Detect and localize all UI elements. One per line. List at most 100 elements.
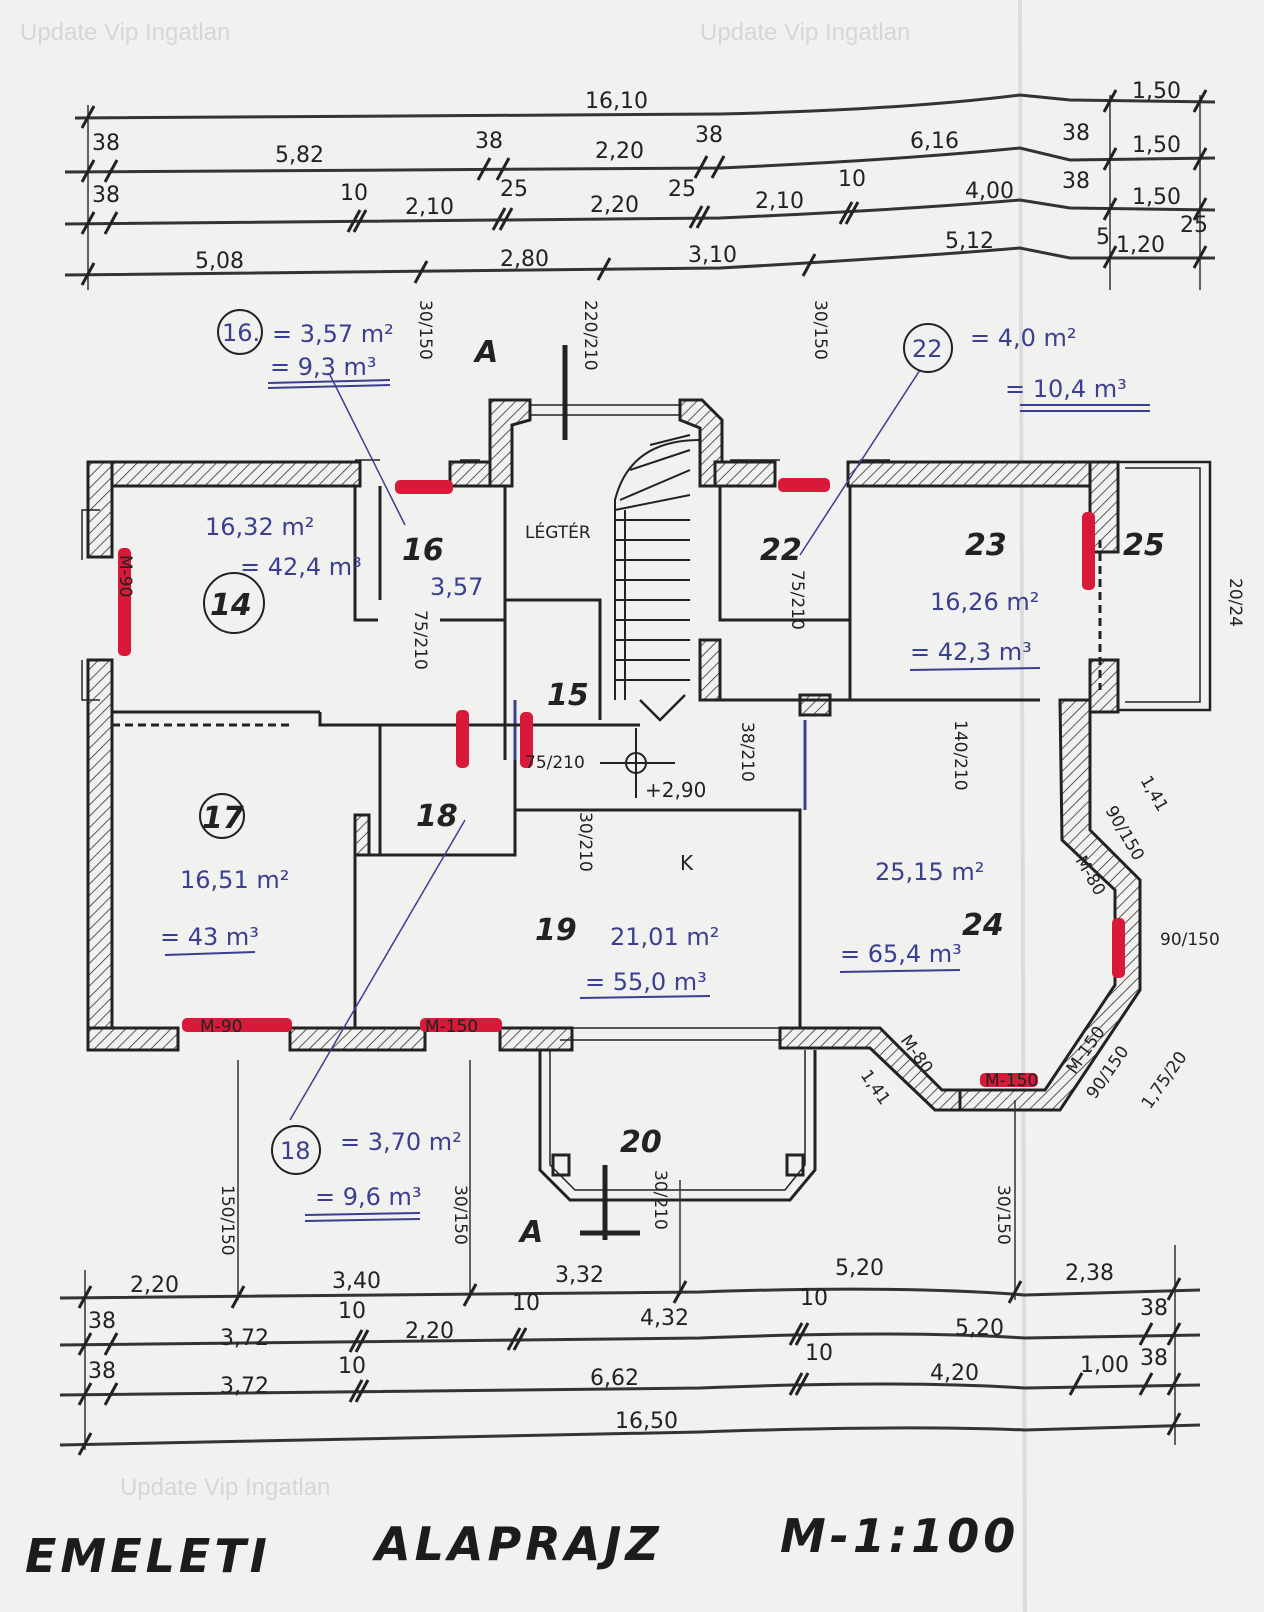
dim-label: 38 [92, 183, 120, 208]
dim-label: 5 [1096, 225, 1110, 250]
room-legter-label: LÉGTÉR [525, 521, 591, 543]
opening-label: 30/150 [450, 1185, 470, 1245]
bottom-dimension-lines [59, 1060, 1201, 1450]
room-24-area: 25,15 m² [875, 858, 984, 886]
paper-fold [1018, 0, 1027, 1612]
room-22-number: 22 [760, 533, 802, 568]
opening-label: M-90 [200, 1017, 242, 1037]
room-23-volume: = 42,3 m³ [910, 638, 1032, 666]
room-17-area: 16,51 m² [180, 866, 289, 894]
watermark: Update Vip Ingatlan [20, 19, 230, 46]
bottom-dimension-ticks [77, 1277, 1182, 1456]
dim-label: 10 [340, 181, 368, 206]
opening-label: 220/210 [580, 300, 600, 371]
interior-walls [81, 345, 1212, 1240]
room-14-area: 16,32 m² [205, 513, 314, 541]
dim-label: 38 [695, 123, 723, 148]
opening-label: 30/210 [650, 1170, 670, 1230]
opening-label: 75/210 [787, 570, 807, 630]
annotation-22-volume: = 10,4 m³ [1005, 375, 1127, 403]
opening-label: 30/150 [810, 300, 830, 360]
dim-label: 2,10 [755, 189, 804, 214]
room-24-volume: = 65,4 m³ [840, 940, 962, 968]
walls [86, 398, 1142, 1112]
opening-label: 30/210 [575, 812, 595, 872]
dim-label: 25 [1180, 213, 1208, 238]
top-dimension-labels: 16,10 1,50 1,50 1,50 38 5,82 38 2,20 38 … [92, 79, 1208, 274]
room-19-area: 21,01 m² [610, 923, 719, 951]
level-label: +2,90 [645, 778, 706, 802]
annotation-22-area: = 4,0 m² [970, 324, 1077, 352]
room-19-number: 19 [535, 913, 577, 948]
drawing-scale: M-1:100 [780, 1509, 1019, 1563]
opening-label: 30/150 [993, 1185, 1013, 1245]
section-mark-top: A [473, 335, 498, 370]
opening-label: 1,41 [1136, 773, 1172, 816]
room-18-number: 18 [416, 799, 458, 834]
dim-label: 3,72 [220, 1326, 269, 1351]
opening-label: 30/150 [415, 300, 435, 360]
room-14-number: 14 [210, 588, 252, 623]
bottom-dimension-labels: 2,20 3,40 3,32 5,20 2,38 38 3,72 10 2,20… [88, 1256, 1168, 1434]
room-14-volume: = 42,4 m³ [240, 553, 362, 581]
opening-label: 150/150 [217, 1185, 237, 1256]
annotation-16-volume: = 9,3 m³ [270, 353, 377, 381]
annotation-18-number: 18 [280, 1137, 311, 1165]
dim-label: 38 [1140, 1346, 1168, 1371]
watermarks: Update Vip Ingatlan Update Vip Ingatlan … [20, 19, 910, 1501]
dim-label: 3,40 [332, 1269, 381, 1294]
dim-label: 4,20 [930, 1361, 979, 1386]
opening-label: 1,41 [856, 1066, 894, 1108]
dim-label: 5,20 [835, 1256, 884, 1281]
watermark: Update Vip Ingatlan [700, 19, 910, 46]
room-17-number: 17 [202, 801, 244, 836]
opening-label: 75/210 [410, 610, 430, 670]
dim-label: 2,80 [500, 247, 549, 272]
drawing-title-2: ALAPRAJZ [372, 1517, 663, 1571]
annotation-16-area: = 3,57 m² [272, 320, 394, 348]
kitchen-mark: K [680, 851, 694, 875]
dim-label: 2,38 [1065, 1261, 1114, 1286]
dim-label: 10 [338, 1299, 366, 1324]
staircase [600, 434, 701, 798]
opening-label: 90/150 [1160, 930, 1220, 950]
room-24-number: 24 [962, 908, 1004, 943]
room-19-volume: = 55,0 m³ [585, 968, 707, 996]
dim-label: 25 [500, 177, 528, 202]
dim-label: 38 [92, 131, 120, 156]
room-16-area: 3,57 [430, 573, 483, 601]
dim-label: 5,12 [945, 229, 994, 254]
dim-label: 38 [1062, 121, 1090, 146]
dim-label: 38 [475, 129, 503, 154]
dim-label: 10 [512, 1291, 540, 1316]
dim-label: 3,32 [555, 1263, 604, 1288]
watermark: Update Vip Ingatlan [120, 1474, 330, 1501]
opening-label: M-90 [115, 555, 135, 597]
dim-label: 1,00 [1080, 1353, 1129, 1378]
dim-label: 25 [668, 177, 696, 202]
dim-label: 5,82 [275, 143, 324, 168]
room-25-number: 25 [1123, 528, 1165, 563]
annotation-18-area: = 3,70 m² [340, 1128, 462, 1156]
opening-label: 20/24 [1225, 578, 1245, 627]
red-markers [118, 478, 1125, 1087]
dim-label: 38 [88, 1359, 116, 1384]
opening-label: 75/210 [525, 753, 585, 773]
dim-label: 3,72 [220, 1374, 269, 1399]
dim-label: 4,32 [640, 1306, 689, 1331]
dim-overall-top: 16,10 [585, 89, 648, 114]
dim-label: 2,20 [590, 193, 639, 218]
opening-label: 38/210 [737, 722, 757, 782]
room-20-number: 20 [620, 1125, 662, 1160]
dim-overall-bottom: 16,50 [615, 1409, 678, 1434]
dim-label: 10 [800, 1286, 828, 1311]
dim-label: 3,10 [688, 243, 737, 268]
room-17-volume: = 43 m³ [160, 923, 259, 951]
top-dimension-ticks [80, 89, 1208, 286]
dim-label: 38 [1062, 169, 1090, 194]
annotation-16-number: 16. [222, 319, 260, 347]
annotation-circles [199, 309, 953, 1175]
opening-label: 140/210 [950, 720, 970, 791]
dim-label: 6,62 [590, 1366, 639, 1391]
dim-label: 1,50 [1132, 185, 1181, 210]
